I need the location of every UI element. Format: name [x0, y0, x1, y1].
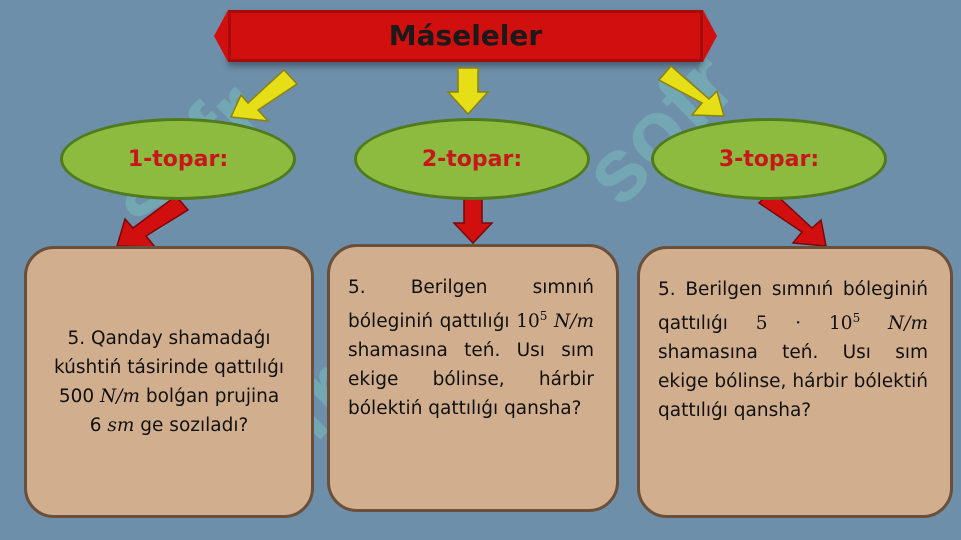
group-2-label: 2-topar: [421, 146, 523, 172]
group-1-ellipse: 1-topar: [60, 118, 296, 200]
yellow-arrow-right [657, 64, 725, 117]
yellow-arrow-left [229, 68, 299, 122]
group-2-ellipse: 2-topar: [354, 118, 590, 200]
group-1-label: 1-topar: [127, 146, 229, 172]
group-2-problem-text: 5. Berilgen sımnıń bóleginiń qattılıǵı 1… [348, 277, 595, 420]
group-3-problem-card: 5. Berilgen sımnıń bóleginiń qattılıǵı 5… [637, 246, 953, 518]
title-banner: Máseleler [214, 10, 717, 62]
group-3-problem-text: 5. Berilgen sımnıń bóleginiń qattılıǵı 5… [658, 279, 928, 422]
red-arrow-center [452, 195, 494, 245]
group-2-problem-card: 5. Berilgen sımnıń bóleginiń qattılıǵı 1… [327, 244, 619, 512]
group-3-label: 3-topar: [718, 146, 820, 172]
diagram-title: Máseleler [388, 19, 543, 52]
group-1-problem-text: 5. Qanday shamadaǵı kúshtiń tásirinde qa… [54, 328, 284, 436]
red-arrow-left [116, 194, 190, 248]
yellow-arrow-center [446, 67, 490, 116]
red-arrow-right [757, 188, 827, 247]
group-1-problem-card: 5. Qanday shamadaǵı kúshtiń tásirinde qa… [24, 246, 314, 518]
group-3-ellipse: 3-topar: [651, 118, 887, 200]
